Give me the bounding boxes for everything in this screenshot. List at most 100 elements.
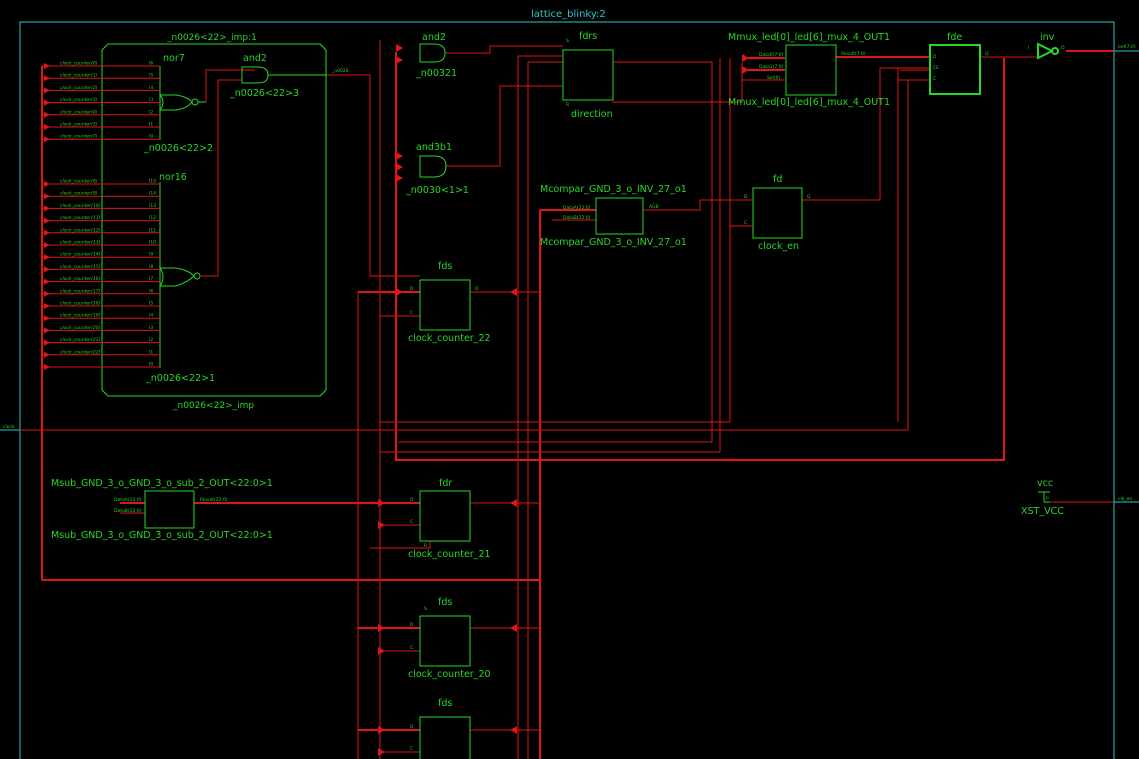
fde-pin-c: C bbox=[933, 76, 936, 82]
nor16-input-label: clock_counter(15) bbox=[60, 264, 101, 270]
nor16-pin-label: I7 bbox=[149, 276, 153, 282]
fds-19-type: fds bbox=[438, 698, 452, 709]
nor16-pin-label: I15 bbox=[149, 179, 156, 185]
mux-block[interactable]: Mmux_led[0]_led[6]_mux_4_OUT1 Mmux_led[0… bbox=[728, 32, 890, 108]
fde-pin-q: Q bbox=[985, 51, 989, 57]
subtractor-port-a: DataA(22:0) bbox=[114, 497, 142, 503]
fds-20-instance: clock_counter_20 bbox=[408, 669, 491, 680]
nor16-input-label: clock_counter(21) bbox=[60, 337, 101, 343]
fds-19-flipflop[interactable]: fds D C bbox=[410, 698, 471, 759]
fde-flipflop[interactable]: fde D CE C Q bbox=[929, 32, 989, 95]
nor7-input-arrow bbox=[44, 136, 50, 143]
fds-22-flipflop[interactable]: fds clock_counter_22 D C O bbox=[408, 261, 491, 344]
nor16-input-label: clock_counter(20) bbox=[60, 325, 101, 331]
nor16-input-labels: clock_counter(8)I15clock_counter(9)I14cl… bbox=[42, 179, 160, 370]
mux-port-data1: Data1(7:0) bbox=[759, 64, 784, 70]
subtractor-port-result: Result(22:0) bbox=[200, 497, 228, 503]
nor16-input-arrow bbox=[44, 193, 50, 200]
nor16-input-arrow bbox=[44, 315, 50, 322]
clock-port-label: clock bbox=[3, 424, 15, 430]
nor16-pin-label: I9 bbox=[149, 252, 153, 258]
nor16-gate[interactable]: nor16 _n0026<22>1 bbox=[145, 79, 242, 384]
imp-output-net: _n0026 bbox=[331, 68, 349, 74]
nor16-input-arrow bbox=[44, 254, 50, 261]
mux-footer: Mmux_led[0]_led[6]_mux_4_OUT1 bbox=[728, 97, 890, 108]
and2-top-gate[interactable]: and2 _n00321 bbox=[415, 32, 457, 79]
and3b1-type: and3b1 bbox=[416, 142, 452, 153]
nor7-pin-label: I6 bbox=[149, 61, 153, 67]
and2-top-type: and2 bbox=[422, 32, 446, 43]
nor16-pin-label: I10 bbox=[149, 240, 156, 246]
nor16-input-arrow bbox=[44, 205, 50, 212]
fdrs-instance: direction bbox=[571, 109, 613, 120]
nor16-input-arrow bbox=[44, 303, 50, 309]
nor7-pin-label: I3 bbox=[149, 97, 153, 103]
nor16-input-label: clock_counter(11) bbox=[60, 215, 101, 221]
nor16-input-arrow bbox=[44, 327, 50, 334]
mux-title: Mmux_led[0]_led[6]_mux_4_OUT1 bbox=[728, 32, 890, 43]
vcc-pin-p: P bbox=[1046, 496, 1049, 502]
and2-top-instance: _n00321 bbox=[415, 68, 457, 79]
nor16-input-label: clock_counter(14) bbox=[60, 252, 101, 258]
fdr-21-pin-c: C bbox=[410, 519, 413, 525]
vcc-source[interactable]: vcc XST_VCC P bbox=[1021, 478, 1064, 517]
nor7-input-label: clock_counter(1) bbox=[60, 73, 98, 79]
and2-inner-gate[interactable]: and2 _n0026<22>3 bbox=[229, 53, 326, 99]
nor7-pin-label: I4 bbox=[149, 85, 153, 91]
fdr-21-type: fdr bbox=[439, 478, 452, 489]
fde-pin-ce: CE bbox=[933, 65, 939, 71]
nor7-input-label: clock_counter(0) bbox=[60, 61, 98, 67]
fde-pin-d: D bbox=[933, 54, 937, 60]
nor16-pin-label: I13 bbox=[149, 203, 156, 209]
nor16-input-label: clock_counter(13) bbox=[60, 240, 101, 246]
inv-type: inv bbox=[1040, 32, 1055, 43]
nor16-pin-label: I3 bbox=[149, 325, 153, 331]
fds-22-pin-c: C bbox=[410, 310, 413, 316]
fd-instance: clock_en bbox=[758, 241, 799, 252]
subtractor-title: Msub_GND_3_o_GND_3_o_sub_2_OUT<22:0>1 bbox=[51, 478, 273, 489]
nor16-input-label: clock_counter(8) bbox=[60, 179, 98, 185]
nor16-input-label: clock_counter(17) bbox=[60, 288, 101, 294]
fds-20-pin-d: D bbox=[410, 622, 414, 628]
fd-flipflop[interactable]: fd clock_en D C Q bbox=[744, 174, 811, 252]
wire-arrows bbox=[378, 44, 749, 756]
nor16-input-label: clock_counter(16) bbox=[60, 276, 101, 282]
nor7-pin-label: I5 bbox=[149, 73, 153, 79]
imp-block-footer: _n0026<22>_imp bbox=[172, 401, 254, 411]
comparator-footer: Mcompar_GND_3_o_INV_27_o1 bbox=[540, 237, 687, 248]
nor7-input-arrow bbox=[44, 63, 50, 69]
inv-gate[interactable]: inv I O bbox=[1028, 32, 1065, 60]
fde-type: fde bbox=[947, 32, 962, 43]
nor16-pin-label: I8 bbox=[149, 264, 153, 270]
subtractor-port-b: DataB(22:0) bbox=[114, 508, 142, 514]
fdr-21-instance: clock_counter_21 bbox=[408, 549, 491, 560]
imp-block[interactable]: _n0026<22>_imp:1 _n0026<22>_imp _n0026 bbox=[101, 33, 349, 411]
fdrs-flipflop[interactable]: fdrs direction S R bbox=[562, 31, 614, 120]
design-title: lattice_blinky:2 bbox=[531, 9, 606, 20]
nor16-pin-label: I5 bbox=[149, 301, 153, 307]
subtractor-block[interactable]: Msub_GND_3_o_GND_3_o_sub_2_OUT<22:0>1 Ms… bbox=[51, 478, 273, 541]
nor16-input-label: clock_counter(12) bbox=[60, 227, 101, 233]
fdr-21-pin-d: D bbox=[410, 497, 414, 503]
nor16-input-arrow bbox=[44, 242, 50, 248]
fds-22-pin-d: D bbox=[410, 286, 414, 292]
nor7-input-arrow bbox=[44, 111, 50, 118]
led-port-label: led(7:0) bbox=[1118, 44, 1136, 50]
comparator-port-b: DataB(22:0) bbox=[563, 215, 591, 221]
nor7-input-label: clock_counter(5) bbox=[60, 122, 98, 128]
vcc-type: vcc bbox=[1037, 478, 1053, 489]
nor7-input-arrow bbox=[44, 87, 50, 94]
nor16-pin-label: I2 bbox=[149, 337, 153, 343]
fds-20-flipflop[interactable]: fds clock_counter_20 D C S bbox=[408, 597, 491, 680]
fds-22-instance: clock_counter_22 bbox=[408, 333, 491, 344]
fd-pin-c: C bbox=[744, 220, 747, 226]
nor16-instance: _n0026<22>1 bbox=[145, 373, 215, 384]
and3b1-gate[interactable]: and3b1 _n0030<1>1 bbox=[405, 142, 469, 196]
nor16-input-arrow bbox=[44, 339, 50, 346]
nor16-input-arrow bbox=[44, 364, 50, 370]
fdr-21-flipflop[interactable]: fdr clock_counter_21 D C R bbox=[408, 478, 491, 560]
comparator-block[interactable]: Mcompar_GND_3_o_INV_27_o1 Mcompar_GND_3_… bbox=[540, 184, 687, 248]
fds-20-type: fds bbox=[438, 597, 452, 608]
nor16-pin-label: I6 bbox=[149, 288, 153, 294]
